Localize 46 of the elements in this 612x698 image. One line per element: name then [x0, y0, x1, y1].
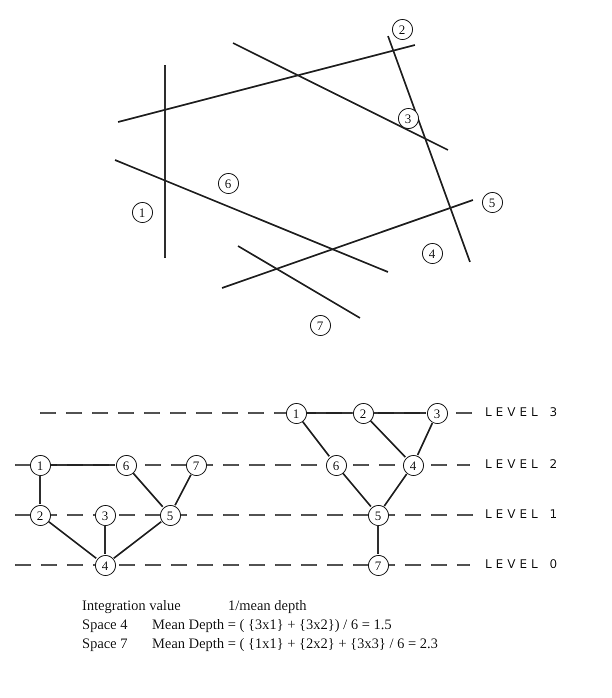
level-label: LEVEL 3	[485, 405, 562, 419]
level-label: LEVEL 0	[485, 557, 562, 571]
connector-line	[132, 472, 164, 508]
formula-text: 1/mean depth	[228, 598, 307, 615]
level-label: LEVEL 2	[485, 457, 562, 471]
numbered-circle: 5	[482, 192, 502, 212]
numbered-circle: 1	[286, 402, 306, 424]
numbered-circle: 3	[426, 402, 448, 424]
row-label: Space 7	[82, 636, 128, 653]
connector-line	[307, 412, 352, 414]
numbered-circle: 1	[30, 454, 50, 476]
numbered-circle: 6	[218, 172, 238, 194]
connector-line	[342, 472, 372, 508]
numbered-circle: 7	[186, 454, 206, 476]
numbered-circle: 4	[402, 454, 424, 476]
numbered-circle: 5	[160, 504, 180, 526]
connector-line	[51, 464, 115, 466]
connector-line	[104, 526, 106, 554]
formula-text: Mean Depth = ( {3x1} + {3x2}) / 6 = 1.5	[152, 617, 392, 634]
connector-line	[374, 412, 426, 414]
connector-line	[174, 474, 192, 506]
numbered-circle: 6	[326, 454, 346, 476]
numbered-circle: 4	[422, 242, 442, 264]
numbered-circle: 2	[392, 18, 412, 40]
connector-line	[370, 420, 406, 458]
level-label: LEVEL 1	[485, 507, 562, 521]
numbered-circle: 5	[368, 504, 388, 526]
connector-line	[48, 521, 97, 559]
connector-line	[39, 476, 41, 504]
numbered-circle: 2	[30, 504, 50, 526]
numbered-circle: 7	[310, 314, 330, 336]
row-label: Integration value	[82, 598, 181, 615]
numbered-circle: 6	[116, 454, 136, 476]
numbered-circle: 3	[94, 504, 116, 526]
connector-line	[377, 526, 379, 554]
numbered-circle: 4	[94, 554, 116, 576]
connector-line	[113, 521, 162, 559]
connector-line	[384, 474, 408, 506]
row-label: Space 4	[82, 617, 128, 634]
numbered-circle: 7	[368, 554, 388, 576]
numbered-circle: 2	[352, 402, 374, 424]
numbered-circle: 1	[132, 202, 152, 222]
connector-line	[302, 421, 330, 457]
formula-text: Mean Depth = ( {1x1} + {2x2} + {3x3} / 6 = 2.3	[152, 636, 438, 653]
numbered-circle: 3	[398, 108, 418, 128]
connector-line	[416, 422, 434, 456]
